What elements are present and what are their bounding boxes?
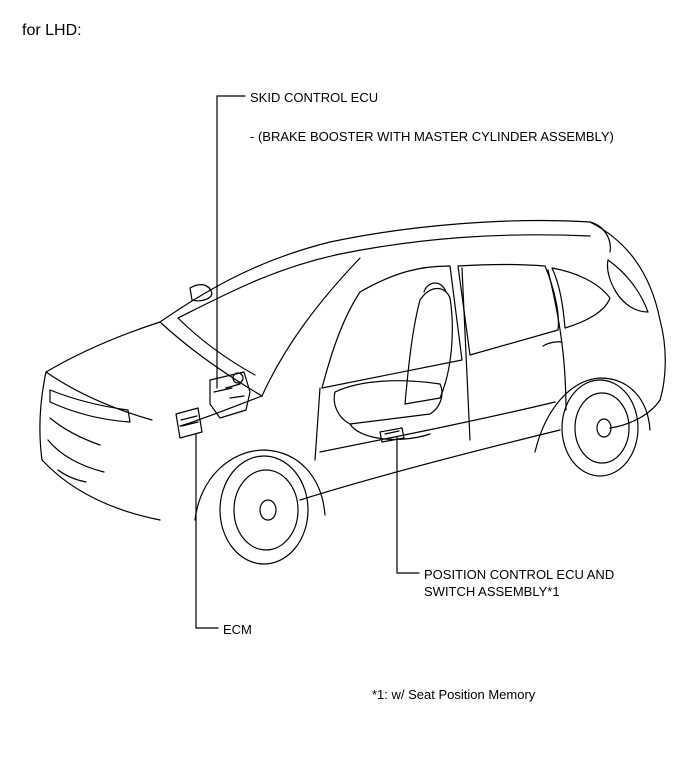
- front-bumper: [41, 459, 161, 521]
- door-lower-line: [319, 401, 556, 453]
- position-ecu-box: [379, 427, 405, 443]
- leader-lines: [195, 95, 420, 629]
- position-control-ecu-label-line2: SWITCH ASSEMBLY*1: [424, 584, 560, 599]
- brake-booster-icon: [209, 371, 251, 419]
- a-pillar: [261, 257, 361, 397]
- master-cylinder-icon: [213, 383, 245, 399]
- brake-booster-label: - (BRAKE BOOSTER WITH MASTER CYLINDER AS…: [250, 129, 614, 144]
- front-tire: [219, 455, 309, 565]
- rear-wheel-arch: [534, 377, 651, 453]
- grille-upper: [49, 417, 101, 446]
- rocker-line: [299, 429, 561, 501]
- roof-inner-line: [177, 234, 591, 319]
- rear-hub: [596, 418, 612, 438]
- seat-back: [404, 287, 453, 405]
- b-pillar: [461, 267, 471, 441]
- reservoir-icon: [232, 372, 244, 384]
- front-door-cut: [314, 387, 321, 461]
- ecm-component: [175, 407, 203, 439]
- front-wheel-arch: [194, 449, 326, 521]
- seat-base: [349, 423, 431, 441]
- page-title: for LHD:: [22, 22, 82, 39]
- position-ecu-component: [379, 427, 405, 443]
- rear-rim: [574, 392, 630, 464]
- ecm-label: ECM: [223, 622, 252, 637]
- ecm-leader: [195, 433, 219, 629]
- footnote: *1: w/ Seat Position Memory: [372, 687, 536, 702]
- quarter-window: [551, 267, 611, 329]
- fog-light: [57, 469, 87, 483]
- skid-control-ecu-component: [209, 371, 251, 419]
- windshield-inner: [177, 317, 256, 376]
- door-handle: [542, 341, 563, 347]
- hood-crease: [45, 371, 153, 421]
- driver-seat: [333, 282, 453, 441]
- side-mirror: [189, 284, 213, 302]
- position-ecu-detail: [384, 430, 400, 435]
- position-control-ecu-label-line1: POSITION CONTROL ECU AND: [424, 567, 615, 582]
- ecm-connector: [180, 415, 199, 427]
- rear-door-cut: [547, 269, 567, 411]
- front-rim: [233, 469, 299, 551]
- headrest: [423, 282, 447, 293]
- front-door-window: [321, 265, 463, 389]
- position-ecu-leader: [396, 436, 420, 574]
- roof-line: [159, 219, 611, 323]
- rear-door-window: [457, 263, 560, 356]
- headlight: [49, 389, 131, 423]
- rear-hatch: [589, 221, 666, 401]
- skid-ecu-leader: [216, 95, 246, 389]
- seat-cushion: [333, 380, 443, 425]
- rear-tire: [561, 379, 639, 477]
- windshield-bottom: [159, 321, 263, 397]
- grille-lower: [47, 439, 105, 473]
- skid-control-ecu-label: SKID CONTROL ECU: [250, 90, 379, 105]
- ecm-box: [175, 407, 203, 439]
- hood-side: [179, 395, 263, 427]
- front-hub: [259, 499, 277, 521]
- rear-light: [606, 259, 649, 313]
- front-fascia: [39, 371, 47, 461]
- hood-front: [45, 321, 161, 373]
- car-outline: [39, 219, 666, 565]
- rear-bumper: [609, 399, 661, 429]
